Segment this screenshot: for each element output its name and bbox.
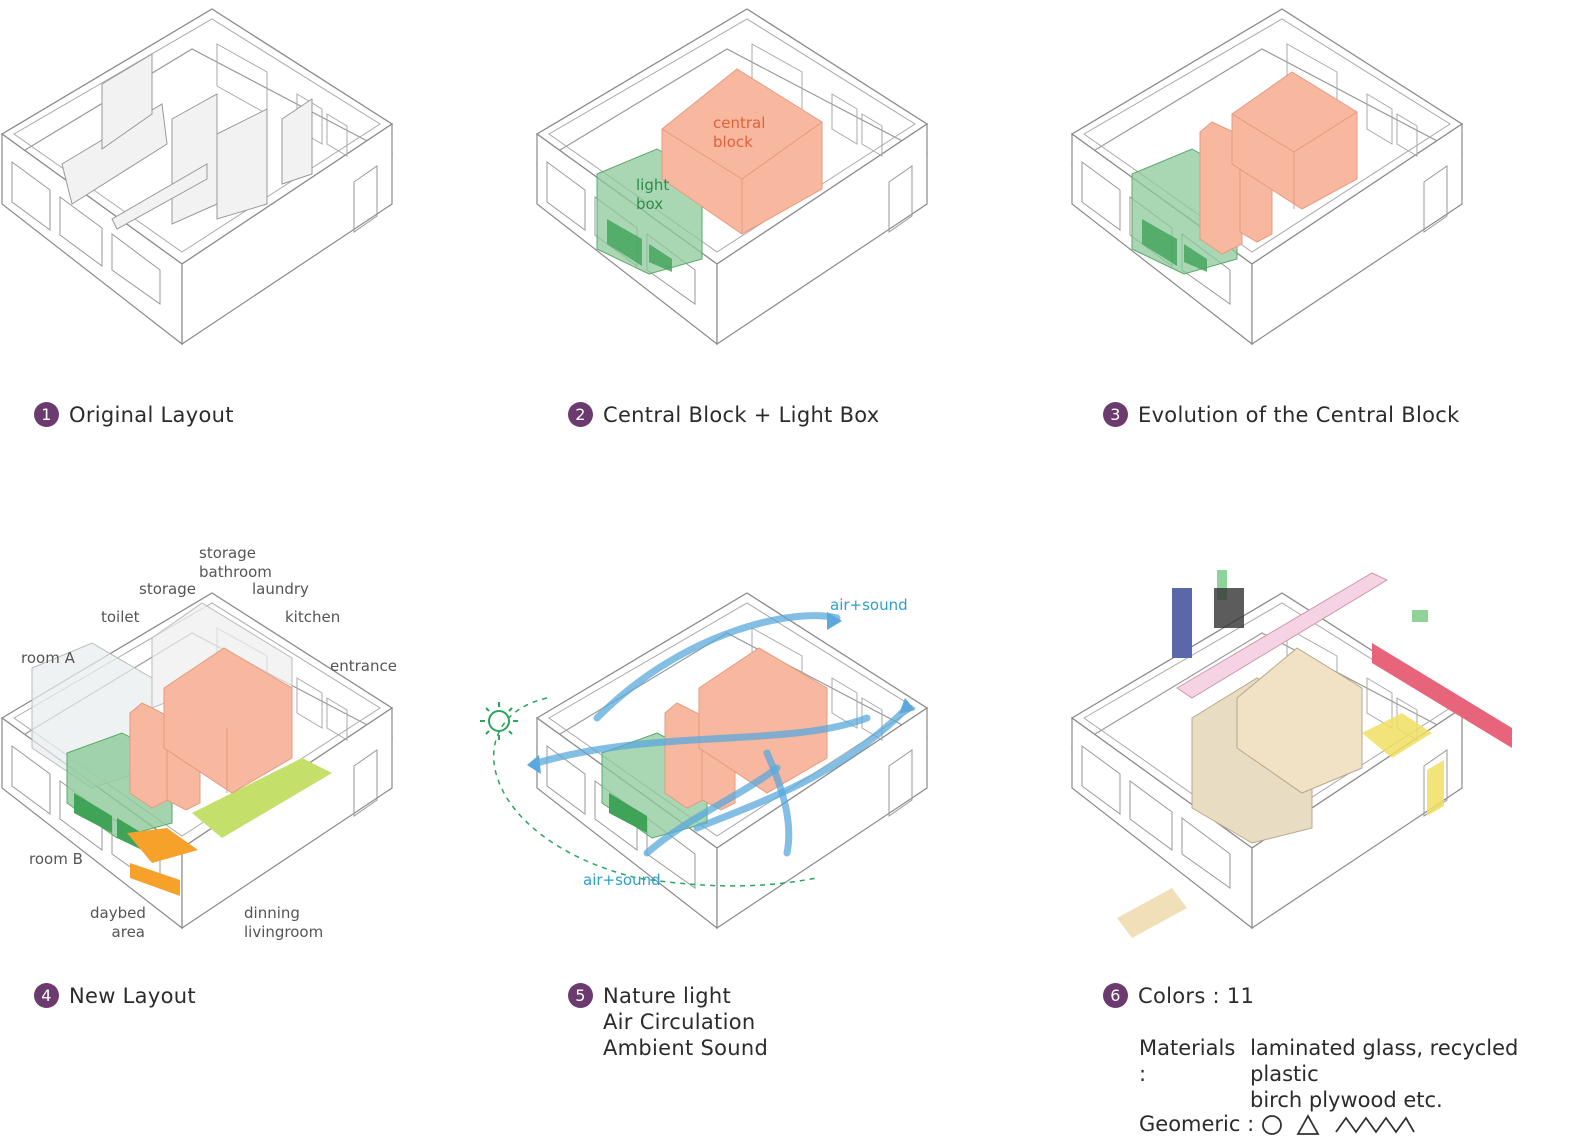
label-central: central [713,114,766,132]
circle-icon [1262,1115,1282,1135]
caption-text: Original Layout [69,403,234,427]
number-badge: 1 [34,402,59,427]
number-badge: 3 [1103,402,1128,427]
materials-block: Materials : laminated glass, recycled pl… [1139,1035,1572,1113]
triangle-icon [1296,1114,1320,1135]
label-room-a: room A [21,649,75,667]
geometric-symbols [1262,1114,1415,1135]
caption-evolution: 3 Evolution of the Central Block [1103,402,1460,428]
diagram-evolution [1071,8,1463,345]
number-badge: 6 [1103,983,1128,1008]
caption-text: Central Block + Light Box [603,403,880,427]
caption-new-layout: 4 New Layout [34,983,196,1009]
caption-line: Air Circulation [603,1010,756,1034]
number-badge: 4 [34,983,59,1008]
caption-text: Evolution of the Central Block [1138,403,1460,427]
label-light: light [636,176,670,194]
label-storage-bathroom: storage bathroom [199,544,272,582]
caption-nature-light: 5 Nature light Air Circulation Ambient S… [568,983,768,1061]
label-bathroom: bathroom [199,563,272,581]
air-arrow-top [827,612,842,630]
geometric-label: Geomeric : [1139,1112,1255,1136]
air-arrow-left [527,755,541,774]
caption-central-block: 2 Central Block + Light Box [568,402,880,428]
diagram-nature-light [492,592,928,929]
air-arrow-right [899,698,915,714]
label-kitchen: kitchen [285,608,341,626]
materials-line1: laminated glass, recycled plastic [1250,1036,1519,1086]
label-entrance: entrance [330,657,397,675]
label-light-box: light box [636,176,669,214]
caption-text: New Layout [69,984,196,1008]
caption-lines: Nature light Air Circulation Ambient Sou… [603,983,768,1061]
label-daybed-area: daybed area [90,904,146,942]
label-area: area [111,923,145,941]
diagram-materials [1071,570,1512,938]
caption-original-layout: 1 Original Layout [34,402,234,428]
diagram-new-layout [1,592,393,929]
zigzag-icon [1335,1116,1415,1134]
materials-line2: birch plywood etc. [1250,1088,1443,1112]
materials-label: Materials : [1139,1036,1236,1086]
central-block [661,68,823,235]
label-toilet: toilet [101,608,140,626]
label-air-sound-bottom: air+sound [583,871,661,889]
label-storage: storage [139,580,196,598]
diagram-central-block [536,8,928,345]
label-air-sound-top: air+sound [830,596,908,614]
label-laundry: laundry [252,580,309,598]
caption-line: Nature light [603,984,732,1008]
label-livingroom: livingroom [244,923,324,941]
label-room-b: room B [29,850,83,868]
label-central-block: central block [713,114,765,152]
label-dinning-livingroom: dinning livingroom [244,904,323,942]
caption-colors: 6 Colors : 11 [1103,983,1254,1009]
number-badge: 5 [568,983,593,1008]
diagram-original-layout [1,8,393,345]
label-box: box [636,195,664,213]
caption-text: Colors : 11 [1138,984,1255,1008]
label-daybed: daybed [90,904,146,922]
number-badge: 2 [568,402,593,427]
sun-icon [480,702,518,740]
label-block: block [713,133,753,151]
label-storage-top: storage [199,544,256,562]
caption-line: Ambient Sound [603,1036,769,1060]
label-dinning: dinning [244,904,300,922]
